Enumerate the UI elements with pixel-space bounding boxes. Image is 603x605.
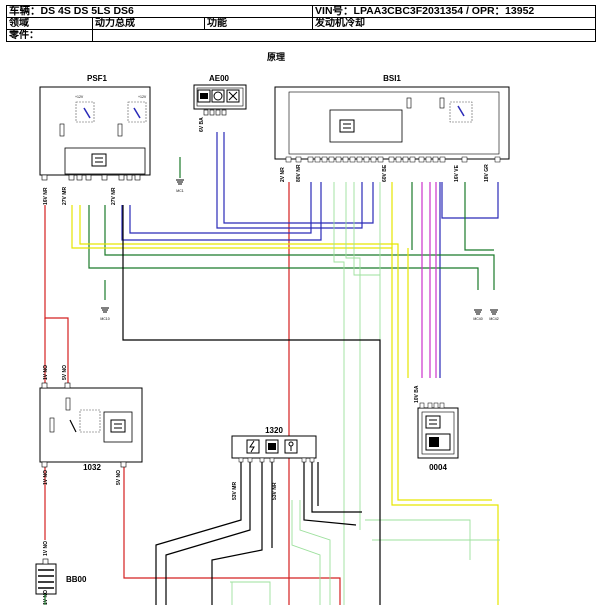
component-ae00: AE00 6V BA <box>193 74 247 132</box>
ground-mc42-label: MC42 <box>489 317 498 321</box>
bsi1-conn-16v: 16V VE <box>454 164 460 182</box>
wire-green-1 <box>88 205 479 290</box>
bsi1-label: BSI1 <box>383 74 401 83</box>
wire-blue-2 <box>129 182 312 234</box>
psf1-label: PSF1 <box>87 74 108 83</box>
bb00-conn-1v-bot: 1V NO <box>43 590 49 605</box>
black-wires <box>122 205 381 605</box>
psf1-relay-2 <box>127 101 147 123</box>
yellow-wires <box>71 182 499 605</box>
bb00-conn-1v-top: 1V NO <box>43 541 49 556</box>
c1032-conn-1v-top: 1V NO <box>43 365 49 380</box>
c1320-label: 1320 <box>265 426 283 435</box>
component-psf1: PSF1 +12V +12V 16V NR 27V MR 27V NR <box>39 74 151 205</box>
diagram-title: 原理 <box>267 52 285 62</box>
component-1032: 1032 1V NO 5V NO 1V NO 5V NO <box>39 365 143 485</box>
c1032-conn-5v-bot: 5V NO <box>116 470 122 485</box>
blue-wires <box>121 132 499 378</box>
c0004-label: 0004 <box>429 463 447 472</box>
c1032-relay <box>79 409 101 433</box>
psf1-relay-1 <box>75 101 95 123</box>
psf1-pins <box>41 174 141 181</box>
c1032-conn-5v-top: 5V NO <box>62 365 68 380</box>
grounds: MC1 MC10 MC40 MC42 <box>100 179 499 321</box>
fuse-icon <box>406 97 412 109</box>
wire-red-1032-down <box>123 465 341 605</box>
bsi1-conn-80v: 80V NR <box>296 164 302 182</box>
header-table: 车辆：DS 4S DS 5LS DS6 VIN号：LPAA3CBC3F20313… <box>5 5 596 42</box>
red-wires <box>44 182 341 605</box>
ground-mc10-label: MC10 <box>100 317 109 321</box>
psf1-module <box>64 147 146 175</box>
wire-yellow-1 <box>71 205 499 605</box>
magenta-wires <box>421 182 437 378</box>
bsi1-conn-18v: 18V GR <box>484 164 490 182</box>
c1032-label: 1032 <box>83 463 101 472</box>
fuse-icon <box>49 417 55 433</box>
wire-blue-5 <box>441 182 499 219</box>
part-value <box>92 29 596 42</box>
bb00-box <box>35 563 57 595</box>
ground-mc40-label: MC40 <box>473 317 482 321</box>
chip-icon <box>110 419 126 433</box>
wire-blue-4 <box>223 132 374 224</box>
green-wires <box>88 157 495 300</box>
bsi1-relay <box>449 101 473 123</box>
svg-text:+12V: +12V <box>138 95 147 99</box>
wire-green-2 <box>104 205 495 290</box>
wire-blue-1 <box>121 182 322 241</box>
wires <box>44 132 500 605</box>
fuse-icon <box>59 123 65 137</box>
chip-icon <box>339 119 355 133</box>
ground-mc10: MC10 <box>100 307 110 321</box>
psf1-conn-27v-b: 27V NR <box>111 187 117 205</box>
bsi1-conn-2v: 2V NR <box>280 167 286 182</box>
fuse-icon <box>439 97 445 109</box>
bsi1-conn-60v: 60V BE <box>382 164 388 182</box>
wire-red-psf1-1032 <box>44 205 69 388</box>
psf1-conn-27v: 27V MR <box>62 187 68 205</box>
chip-icon <box>425 415 441 429</box>
fuse-icon <box>117 123 123 137</box>
component-bsi1: BSI1 2V NR 80V NR 60V BE 16V VE 18V <box>274 74 510 182</box>
fuse-icon <box>65 397 71 411</box>
bsi1-pins <box>285 156 501 163</box>
header-row-vehicle: 车辆：DS 4S DS 5LS DS6 VIN号：LPAA3CBC3F20313… <box>5 5 596 18</box>
ground-mc1: MC1 <box>176 179 184 193</box>
c1320-conn-53v-nr: 53V NR <box>272 482 278 500</box>
psf1-conn-16v: 16V NR <box>43 187 49 205</box>
part-label: 零件： <box>6 29 93 42</box>
bb00-label: BB00 <box>66 575 87 584</box>
light-green-wires <box>230 182 500 605</box>
ae00-label: AE00 <box>209 74 230 83</box>
c0004-conn-10v: 10V BA <box>414 385 420 403</box>
svg-text:+12V: +12V <box>75 95 84 99</box>
c1320-conn-53v-mr: 53V MR <box>232 482 238 500</box>
component-bb00: BB00 1V NO 1V NO <box>35 541 87 605</box>
component-1320: 1320 53V MR 53V NR <box>231 426 317 500</box>
c1032-conn-1v-bot: 1V NO <box>43 470 49 485</box>
ground-mc40: MC40 <box>473 309 483 321</box>
wire-blue-3 <box>216 132 363 229</box>
header-row-part: 零件： <box>6 29 596 42</box>
component-0004: 0004 10V BA <box>414 385 459 472</box>
ground-mc1-label: MC1 <box>176 189 183 193</box>
ae00-conn-6v: 6V BA <box>199 117 205 132</box>
chip-icon <box>91 153 107 167</box>
ground-mc42: MC42 <box>489 309 499 321</box>
